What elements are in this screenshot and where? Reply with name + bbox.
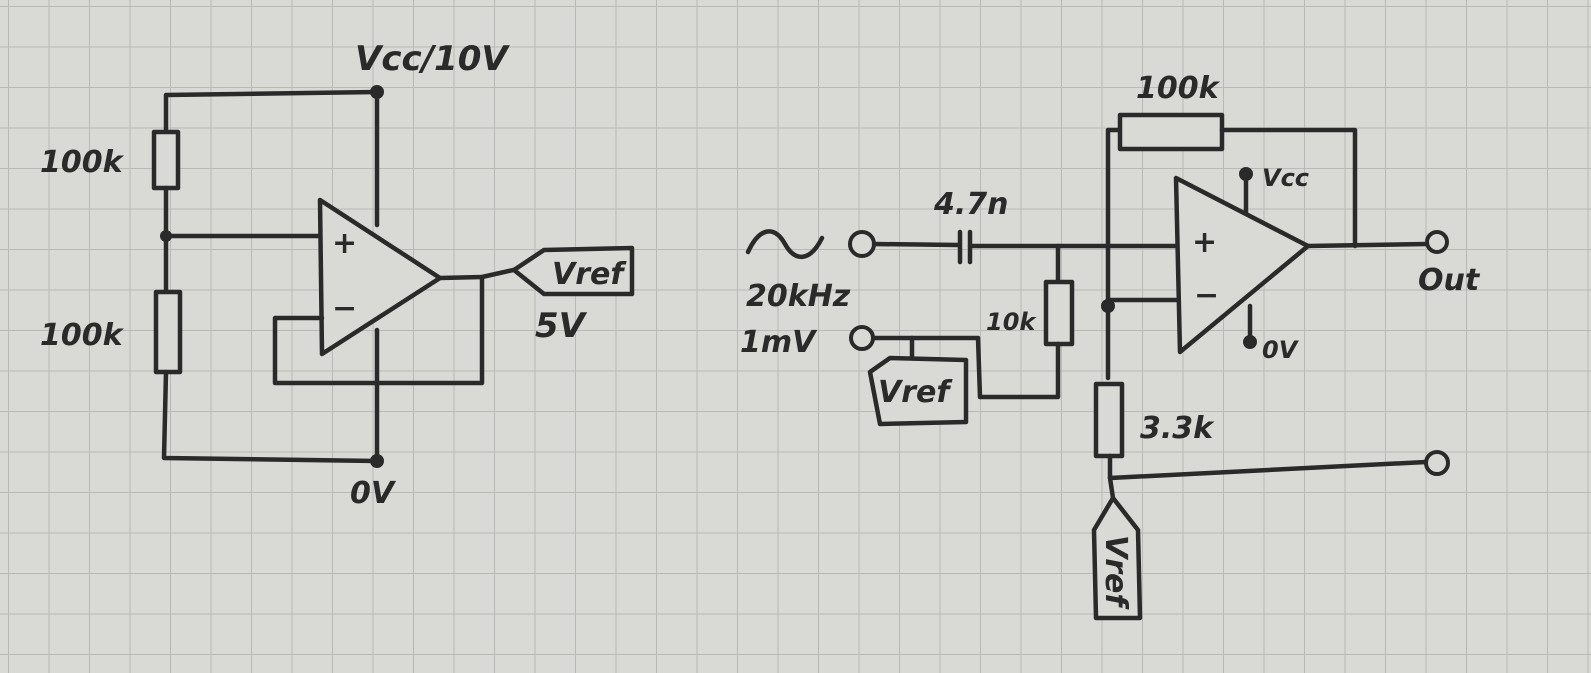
wire-to-vref-tag-bottom <box>1107 475 1116 501</box>
r-bottom-label: 100k <box>40 318 125 353</box>
vref-voltage-label: 5V <box>535 306 588 346</box>
ac-amplifier-circuit: Vref Vref + − 100k 4.7n 20kHz 1mV 10k <box>740 71 1481 621</box>
vref-tag-bottom-label: Vref <box>1098 535 1133 610</box>
wire-feedback-right <box>1219 127 1358 249</box>
output-terminal <box>1425 230 1449 254</box>
opamp-amplifier <box>1173 175 1311 355</box>
wire-bottom-rail <box>161 369 380 464</box>
wire-feedback-left <box>1105 127 1123 303</box>
source-amplitude-label: 1mV <box>740 325 818 360</box>
vref-tag-bottom <box>1091 495 1143 621</box>
vref-generator-circuit: + − Vref Vcc/10V 100k 100k 0V 5V <box>40 39 635 511</box>
vref-tag-left-label: Vref <box>878 375 953 410</box>
wire-opamp-to-out <box>1305 241 1429 249</box>
bias-resistor-label: 10k <box>986 308 1037 336</box>
resistor-10k <box>1043 279 1075 347</box>
r-top-label: 100k <box>40 145 125 180</box>
wire-input-to-cap <box>871 241 961 248</box>
vref-output-tag <box>511 245 635 297</box>
opamp-plus-sign-right: + <box>1192 225 1217 260</box>
feedback-resistor-label: 100k <box>1136 71 1221 106</box>
supply-label: Vcc/10V <box>355 39 510 79</box>
wire-feedback-loop <box>272 274 485 386</box>
sine-source-icon <box>745 229 825 259</box>
opamp-minus-sign-right: − <box>1194 278 1219 313</box>
opamp-buffer <box>317 197 443 357</box>
input-terminal <box>848 230 876 258</box>
resistor-top <box>151 129 181 191</box>
reference-terminal <box>849 325 875 351</box>
source-frequency-label: 20kHz <box>746 279 851 314</box>
resistor-3k3 <box>1093 381 1125 459</box>
vref-tag-label: Vref <box>552 257 627 292</box>
capacitor-label: 4.7n <box>933 187 1009 222</box>
opamp-minus-sign: − <box>332 291 357 326</box>
opamp-ground-label: 0V <box>1262 336 1300 364</box>
resistor-100k-feedback <box>1117 112 1225 152</box>
ground-resistor-label: 3.3k <box>1140 411 1215 446</box>
opamp-plus-sign: + <box>332 226 357 261</box>
ref-output-terminal <box>1424 450 1450 476</box>
vref-tag-left <box>867 355 969 427</box>
vcc-pin-dot <box>1239 167 1253 181</box>
output-label: Out <box>1418 263 1481 298</box>
wire-10k-to-vref <box>869 335 1061 400</box>
ground-label: 0V <box>350 476 397 511</box>
resistor-bottom <box>153 289 183 375</box>
opamp-vcc-label: Vcc <box>1262 164 1309 192</box>
ground-pin-dot <box>1243 335 1257 349</box>
wire-top-rail <box>163 89 380 133</box>
